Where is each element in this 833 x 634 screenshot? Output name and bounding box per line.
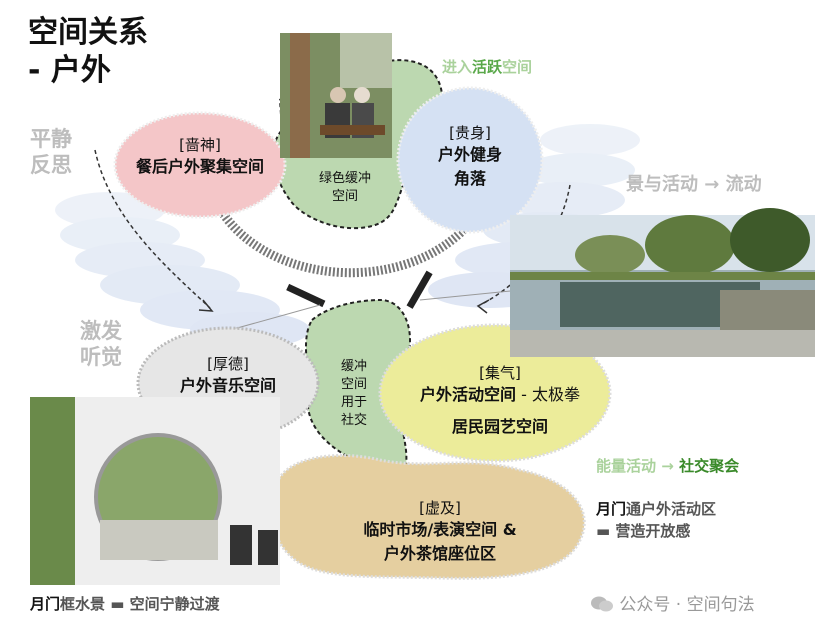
active-space-suffix: 空间 (502, 58, 533, 76)
blue-bubble-name-2: 角落 (453, 169, 486, 188)
blue-bubble: [贵身] 户外健身 角落 (405, 122, 535, 191)
pink-bubble-shape (113, 111, 287, 219)
green-buffer-label: 绿色缓冲 空间 (300, 170, 390, 206)
active-space-label: 进入活跃空间 (442, 56, 532, 77)
title-line-1: 空间关系 (28, 15, 148, 50)
moon-gate-bottom-strong: 月门 (30, 595, 61, 613)
grey-bubble: [厚德] 户外音乐空间 (148, 353, 308, 398)
yellow-bubble-tag: [集气] (479, 364, 521, 382)
active-space-strong: 活跃 (472, 58, 503, 76)
excite-label-line-1: 激发 (80, 319, 122, 343)
flow-label-text: 景与活动 (626, 174, 698, 195)
pink-bubble-name: 餐后户外聚集空间 (135, 157, 264, 176)
moon-gate-right-text: 通户外活动区 (626, 500, 717, 518)
green-buffer-line-2: 空间 (331, 189, 358, 204)
tan-bubble-name-1: 临时市场/表演空间 & (363, 520, 517, 539)
moon-gate-bottom-caption: 月门框水景 ▬ 空间宁静过渡 (30, 593, 220, 614)
social-buffer-line-2: 空间 (340, 377, 367, 392)
arrow-flow-head (476, 299, 490, 314)
flow-arrow: → (704, 174, 720, 195)
calm-label-line-2: 反思 (30, 153, 72, 177)
yellow-bubble-shape (378, 323, 612, 463)
blue-bubble-shape (396, 86, 544, 234)
pond-photo (510, 208, 815, 357)
moon-gate-right-strong: 月门 (596, 500, 627, 518)
tan-bubble-name-2: 户外茶馆座位区 (383, 544, 496, 563)
social-buffer-label: 缓冲 空间 用于 社交 (334, 358, 374, 430)
flow-label: 景与活动 → 流动 (626, 172, 762, 198)
active-space-prefix: 进入 (442, 58, 473, 76)
pink-bubble-tag: [啬神] (179, 136, 221, 154)
energy-label-text: 能量活动 (596, 457, 657, 475)
blue-bubble-name-1: 户外健身 (437, 145, 502, 164)
blue-bubble-tag: [贵身] (449, 124, 491, 142)
green-buffer-line-1: 绿色缓冲 (318, 171, 371, 186)
social-buffer-line-3: 用于 (340, 395, 367, 410)
yellow-bubble: [集气] 户外活动空间 - 太极拳 居民园艺空间 (395, 362, 605, 439)
tan-bubble: [虚及] 临时市场/表演空间 & 户外茶馆座位区 (320, 497, 560, 566)
page-title: 空间关系 - 户外 (28, 14, 148, 90)
yellow-bubble-suffix: - 太极拳 (516, 385, 580, 404)
title-line-2: - 户外 (28, 53, 111, 88)
calm-label: 平静 反思 (30, 126, 72, 178)
arrow-calm (94, 149, 211, 309)
moon-gate-right-line-2: ▬ 营造开放感 (596, 522, 691, 540)
energy-label: 能量活动 → 社交聚会 (596, 455, 739, 476)
social-buffer-line-1: 缓冲 (340, 359, 367, 374)
wave-ribbon-left (55, 192, 310, 348)
moon-gate-right-caption: 月门通户外活动区 ▬ 营造开放感 (596, 498, 716, 542)
moon-gate-photo (30, 397, 280, 585)
wechat-icon (590, 595, 614, 613)
excite-label: 激发 听觉 (80, 318, 122, 370)
excite-label-line-2: 听觉 (80, 345, 122, 369)
yellow-bubble-name-2: 居民园艺空间 (451, 417, 548, 436)
calm-label-line-1: 平静 (30, 127, 72, 151)
flow-label-end: 流动 (725, 174, 762, 195)
watermark-text: 公众号 · 空间句法 (619, 595, 755, 615)
watermark: 公众号 · 空间句法 (590, 590, 755, 615)
arrow-calm-head (198, 299, 214, 312)
connector-bar-right (406, 270, 433, 309)
tan-bubble-shape (270, 454, 586, 580)
grey-bubble-name: 户外音乐空间 (179, 376, 276, 395)
energy-arrow: → (661, 457, 674, 475)
connector-bar-left (286, 283, 326, 308)
moon-gate-bottom-text: 框水景 ▬ 空间宁静过渡 (60, 595, 220, 613)
pink-bubble: [啬神] 餐后户外聚集空间 (120, 134, 280, 179)
energy-label-end: 社交聚会 (679, 457, 740, 475)
connector-line-right (419, 289, 521, 301)
tan-bubble-tag: [虚及] (419, 499, 461, 517)
striped-arc (210, 197, 484, 278)
connector-line-left (229, 304, 321, 331)
yellow-bubble-name: 户外活动空间 (420, 385, 517, 404)
elderly-photo (280, 33, 392, 158)
social-buffer-line-4: 社交 (340, 413, 367, 428)
grey-bubble-tag: [厚德] (207, 355, 249, 373)
